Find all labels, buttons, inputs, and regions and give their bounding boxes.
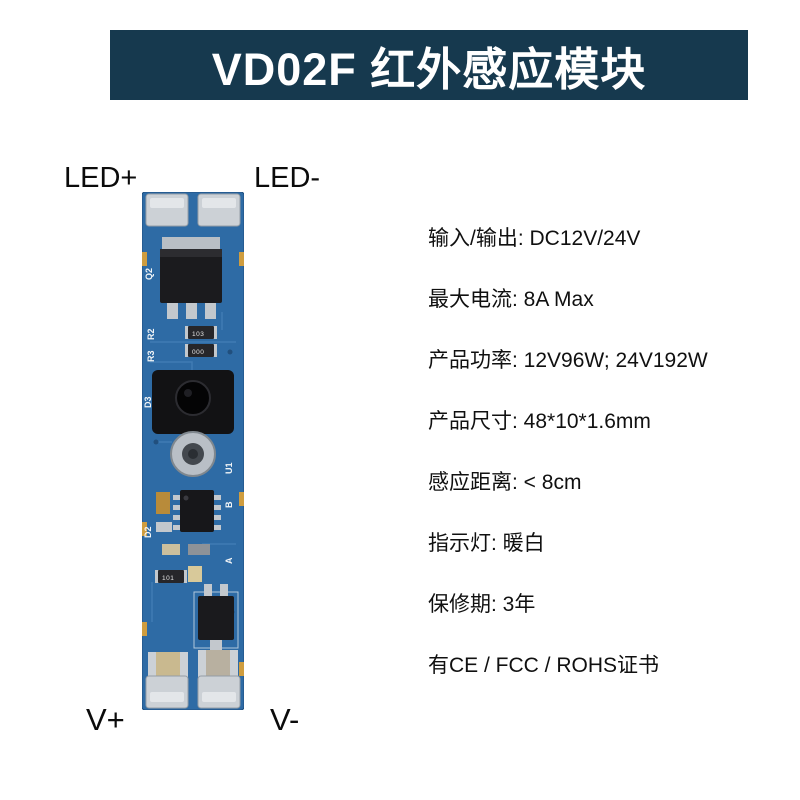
ic-u1 [173,490,221,532]
spec-item-input-output: 输入/输出: DC12V/24V [428,227,641,250]
ir-receiver-d3 [152,370,234,477]
product-title: VD02F 红外感应模块 [211,43,647,95]
bottom-solder-pads [145,675,241,709]
resistor-code-103: 103 [192,331,204,338]
top-solder-pads [145,193,241,227]
silkscreen-d2-label: D2 [143,526,153,538]
silkscreen-q2-label: Q2 [144,268,154,280]
transistor-package [193,584,239,650]
silkscreen-a-label: A [224,557,234,564]
spec-item-max-current: 最大电流: 8A Max [428,288,594,311]
resistor-code-000: 000 [192,349,204,356]
resistor-code-101: 101 [162,575,174,582]
silkscreen-u1-label: U1 [224,462,234,474]
pcb-board: Q2 103 000 R2 R3 D3 [142,192,244,710]
title-banner: VD02F 红外感应模块 [110,30,748,100]
silkscreen-d3-label: D3 [143,396,153,408]
silkscreen-r2-label: R2 [146,328,156,340]
small-components [156,492,210,582]
spec-item-indicator: 指示灯: 暖白 [428,532,545,555]
spec-item-certs: 有CE / FCC / ROHS证书 [428,654,660,677]
spec-item-power: 产品功率: 12V96W; 24V192W [428,349,708,372]
mosfet-q2 [160,237,222,319]
spec-list: 输入/输出: DC12V/24V 最大电流: 8A Max 产品功率: 12V9… [428,222,708,677]
resistor-101 [155,570,187,583]
spec-item-size: 产品尺寸: 48*10*1.6mm [428,410,651,433]
silkscreen-b-label: B [224,501,234,508]
label-v-plus: V+ [86,702,125,737]
label-led-plus: LED+ [64,162,138,194]
spec-item-warranty: 保修期: 3年 [428,593,536,616]
resistors-r2-r3 [185,326,217,357]
label-v-minus: V- [270,702,300,737]
spec-item-distance: 感应距离: < 8cm [428,471,582,494]
bottom-capacitors [148,650,238,678]
silkscreen-r3-label: R3 [146,350,156,362]
label-led-minus: LED- [254,162,321,194]
edge-pads [142,252,244,676]
